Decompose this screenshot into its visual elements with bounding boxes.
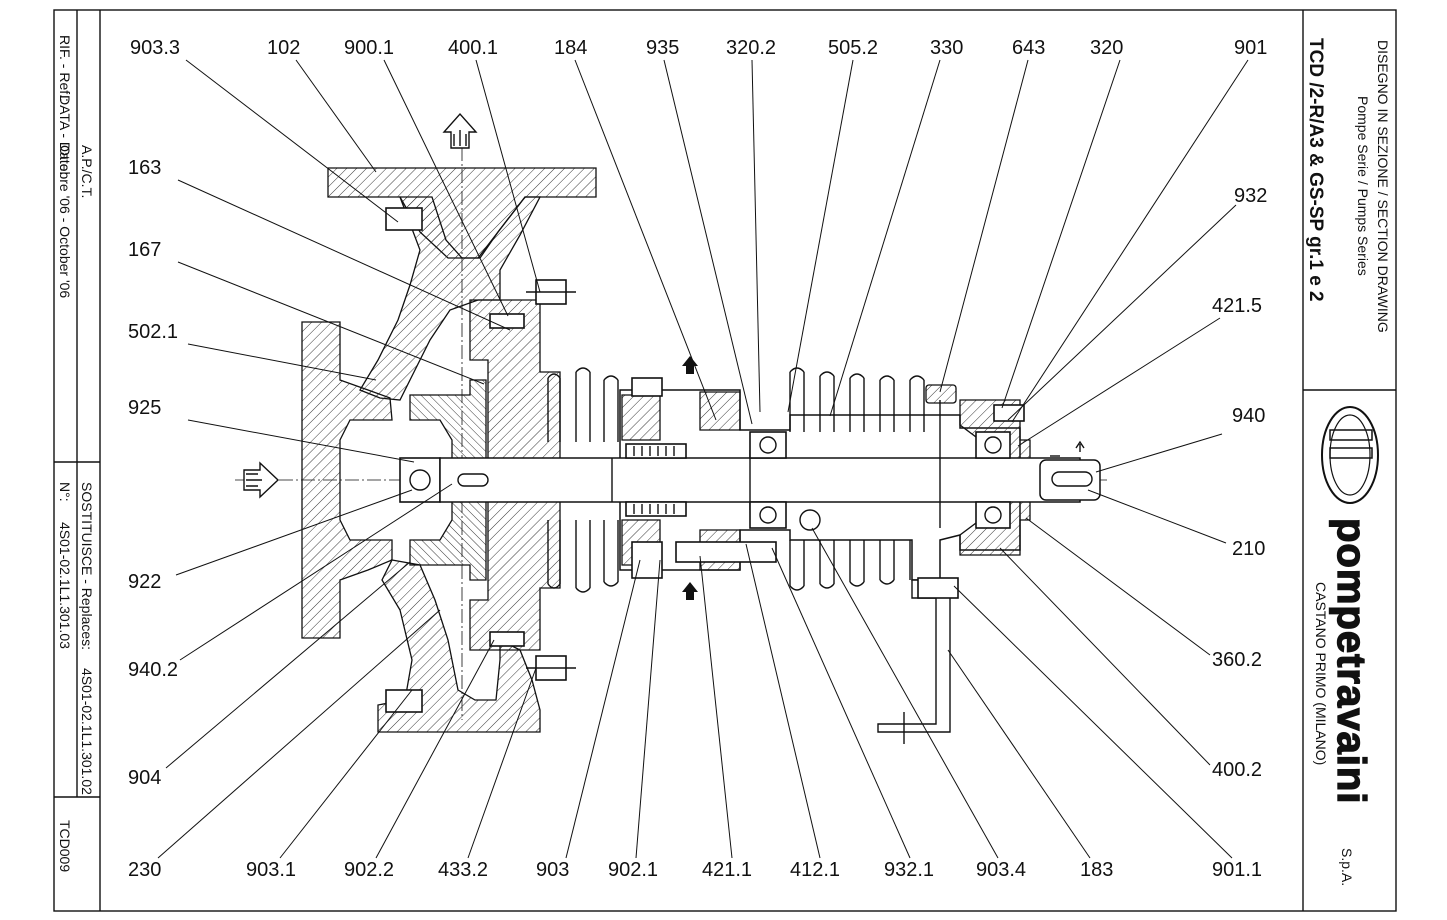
date-value: Ottobre '06 - October '06 [57,145,73,298]
cooling-fins-upper [547,367,925,442]
impeller-nut-circle [409,469,431,491]
part-label: 903.1 [246,859,296,881]
part-label: 400.1 [448,37,498,59]
shaft-end [1039,459,1101,501]
part-label: 932.1 [884,859,934,881]
part-label: 184 [554,37,587,59]
part-label: 421.1 [702,859,752,881]
part-label: 502.1 [128,321,178,343]
part-label: 412.1 [790,859,840,881]
leader-lines [157,59,1249,859]
part-label: 320.2 [726,37,776,59]
flow-arrow-icon [682,356,1085,600]
volute-casing-lower [377,559,541,733]
part-labels: 903.3 102 900.1 400.1 184 935 320.2 505.… [128,37,1267,881]
number-label: N°: [57,482,73,502]
ref-label: RIF. - Ref.: [57,35,73,102]
part-label: 320 [1090,37,1123,59]
part-label: 903.4 [976,859,1026,881]
impeller-keyway [457,473,489,487]
part-label: 904 [128,767,161,789]
bearing-outboard [975,431,1011,529]
part-label: 903.3 [130,37,180,59]
impeller-nut [399,457,441,503]
part-label: 902.1 [608,859,658,881]
pump-series: Pompe Serie / Pumps Series [1355,96,1371,276]
part-label: 433.2 [438,859,488,881]
part-label: 643 [1012,37,1045,59]
date-label: DATA - Date: [57,95,73,175]
part-label: 925 [128,397,161,419]
company-suffix: S.p.A. [1339,848,1355,886]
part-label: 360.2 [1212,649,1262,671]
oil-drain-plug [799,509,821,531]
flow-arrow-icon [442,112,478,149]
part-label: 102 [267,37,300,59]
suction-nozzle [301,321,393,639]
discharge-flange [327,167,597,259]
part-label: 935 [646,37,679,59]
part-label: 922 [128,571,161,593]
drawing-frame [53,9,1397,912]
travaini-logo-icon [1321,406,1379,504]
part-label: 505.2 [828,37,878,59]
impeller [409,379,487,581]
part-label: 230 [128,859,161,881]
number-value: 4S01-02.1L1.301.03 [57,522,73,649]
part-label: 167 [128,239,161,261]
replaces-value: 4S01-02.1L1.301.02 [79,668,95,795]
pump-shaft [439,457,1081,503]
part-label: 902.2 [344,859,394,881]
shaft-keyway [1051,471,1093,487]
ref-value: A.P./C.T. [79,145,95,198]
drawing-code: TCD009 [57,820,73,872]
part-label: 903 [536,859,569,881]
part-label: 210 [1232,538,1265,560]
part-label: 400.2 [1212,759,1262,781]
pump-section [235,112,1110,744]
part-label: 940 [1232,405,1265,427]
left-title-block: RIF. - Ref.: DATA - Date: A.P./C.T. Otto… [57,35,95,872]
part-label: 901.1 [1212,859,1262,881]
flow-arrow-icon [243,461,280,499]
casing-bolts [385,207,1025,713]
drawing-type: DISEGNO IN SEZIONE / SECTION DRAWING [1375,40,1391,333]
pump-model: TCD /2-R/A3 & GS-SP gr.1 e 2 [1305,38,1326,302]
part-label: 900.1 [344,37,394,59]
cooling-fins-lower [547,520,911,593]
part-label: 163 [128,157,161,179]
part-label: 901 [1234,37,1267,59]
replaces-label: SOSTITUISCE - Replaces: [79,482,95,650]
part-label: 940.2 [128,659,178,681]
part-label: 183 [1080,859,1113,881]
right-title-block: DISEGNO IN SEZIONE / SECTION DRAWING Pom… [1305,38,1391,886]
company-name: pompetravaini [1329,518,1373,804]
mechanical-seal [625,443,687,517]
part-label: 932 [1234,185,1267,207]
company-location: CASTANO PRIMO (MILANO) [1313,582,1329,765]
oil-filler-cap [925,384,957,404]
part-label: 330 [930,37,963,59]
bearing-inboard [749,431,787,529]
seal-housing-upper [699,391,741,431]
gland-upper [621,394,661,441]
part-label: 421.5 [1212,295,1262,317]
